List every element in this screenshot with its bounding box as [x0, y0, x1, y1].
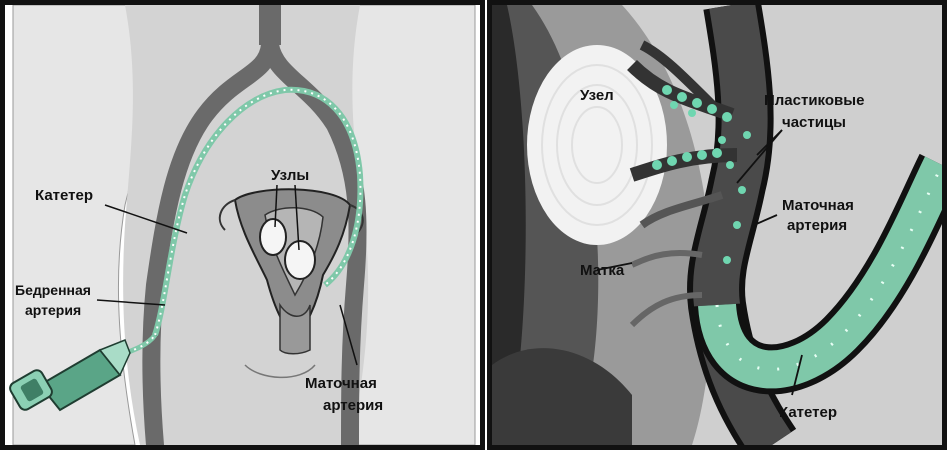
pelvis-anatomy-illustration: Узлы Катетер Бедренная артерия Маточная … — [5, 5, 480, 445]
label-femoral-artery-line2: артерия — [25, 302, 81, 318]
label-plastic-particles-line1: Пластиковые — [764, 92, 864, 109]
label-uterine-artery-line2: артерия — [323, 397, 383, 414]
label-uterine-artery-line1: Маточная — [305, 375, 377, 392]
embolization-closeup-illustration: Узел Пластиковые частицы Маточная артери… — [492, 5, 942, 445]
label-femoral-artery-line1: Бедренная — [15, 282, 91, 298]
left-illustration-panel: Узлы Катетер Бедренная артерия Маточная … — [0, 0, 485, 450]
fibroid-node-1 — [260, 219, 286, 255]
fibroid-node-2 — [285, 241, 315, 279]
label-nodes: Узлы — [271, 167, 309, 184]
label-node: Узел — [580, 87, 614, 104]
right-illustration-panel: Узел Пластиковые частицы Маточная артери… — [487, 0, 947, 450]
label-catheter: Катетер — [35, 187, 93, 204]
label-plastic-particles-line2: частицы — [782, 114, 846, 131]
label-uterus: Матка — [580, 262, 625, 279]
label-uterine-artery-line1: Маточная — [782, 197, 854, 214]
label-uterine-artery-line2: артерия — [787, 217, 847, 234]
label-catheter-right: Катетер — [779, 404, 837, 421]
